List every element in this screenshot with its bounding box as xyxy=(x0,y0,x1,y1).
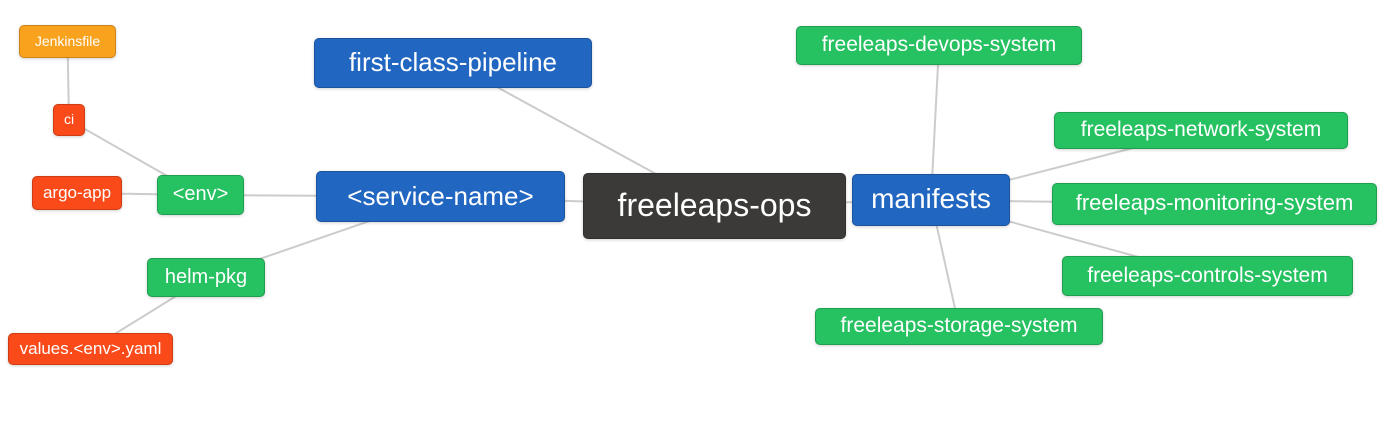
node-monitoring-system[interactable]: freeleaps-monitoring-system xyxy=(1052,183,1377,225)
node-argo-app[interactable]: argo-app xyxy=(32,176,122,210)
node-label: freeleaps-network-system xyxy=(1080,118,1322,141)
node-label: ci xyxy=(63,111,75,127)
node-service-name[interactable]: <service-name> xyxy=(316,171,565,222)
node-ci[interactable]: ci xyxy=(53,104,85,136)
node-label: <service-name> xyxy=(347,180,534,211)
node-network-system[interactable]: freeleaps-network-system xyxy=(1054,112,1348,149)
node-manifests[interactable]: manifests xyxy=(852,174,1010,226)
node-label: freeleaps-devops-system xyxy=(821,33,1057,56)
node-label: manifests xyxy=(871,183,991,214)
node-label: helm-pkg xyxy=(164,265,248,288)
node-first-class-pipeline[interactable]: first-class-pipeline xyxy=(314,38,592,88)
node-freeleaps-ops[interactable]: freeleaps-ops xyxy=(583,173,846,239)
node-label: freeleaps-monitoring-system xyxy=(1075,190,1354,215)
node-label: freeleaps-storage-system xyxy=(840,314,1078,337)
node-devops-system[interactable]: freeleaps-devops-system xyxy=(796,26,1082,65)
node-helm-pkg[interactable]: helm-pkg xyxy=(147,258,265,297)
node-storage-system[interactable]: freeleaps-storage-system xyxy=(815,308,1103,345)
node-values-env-yaml[interactable]: values.<env>.yaml xyxy=(8,333,173,365)
node-label: values.<env>.yaml xyxy=(19,338,162,358)
node-env[interactable]: <env> xyxy=(157,175,244,215)
node-label: <env> xyxy=(172,183,229,205)
node-label: freeleaps-ops xyxy=(617,187,812,223)
node-controls-system[interactable]: freeleaps-controls-system xyxy=(1062,256,1353,296)
node-label: first-class-pipeline xyxy=(348,47,558,77)
node-label: argo-app xyxy=(42,182,112,202)
node-label: Jenkinsfile xyxy=(34,32,101,49)
node-jenkinsfile[interactable]: Jenkinsfile xyxy=(19,25,116,58)
node-label: freeleaps-controls-system xyxy=(1087,263,1328,287)
